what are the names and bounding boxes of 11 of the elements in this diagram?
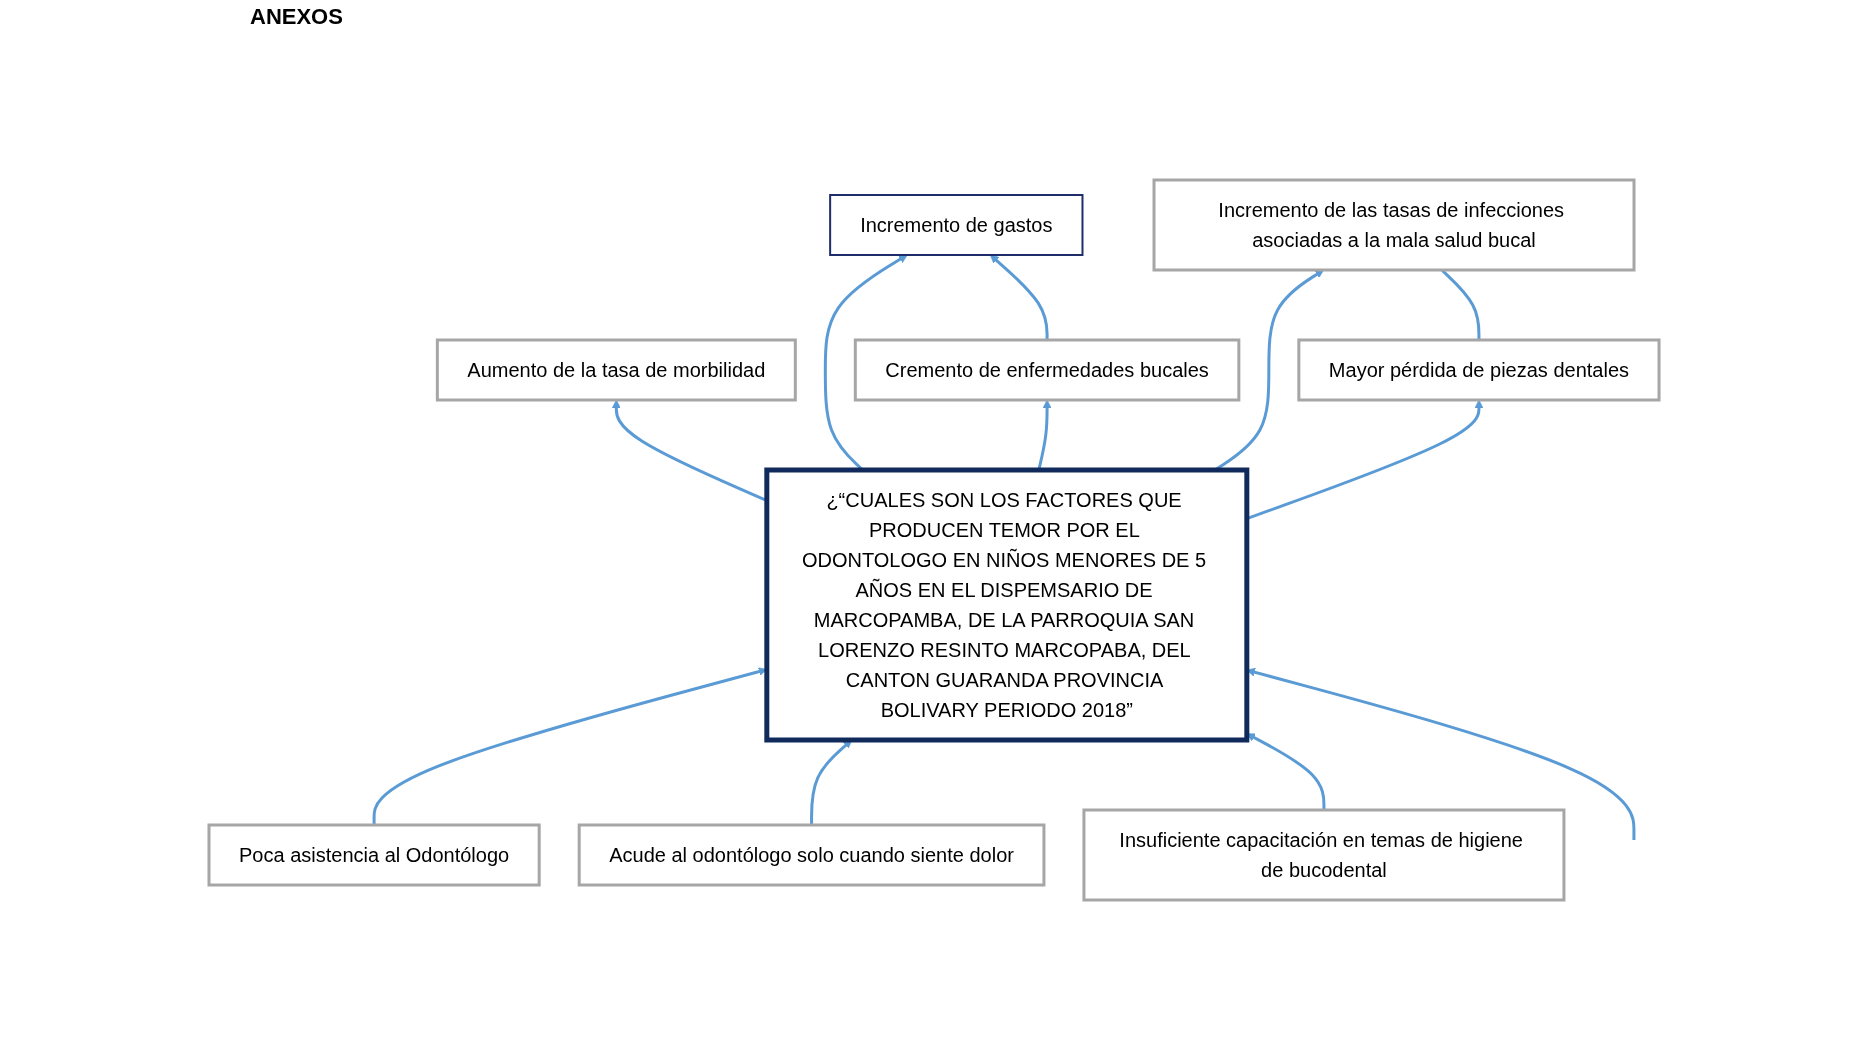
node-box: Aumento de la tasa de morbilidad xyxy=(435,338,797,402)
node-box: Cremento de enfermedades bucales xyxy=(853,338,1240,402)
node-box: Incremento de las tasas de infecciones asociadas a la mala salud bucal xyxy=(1152,178,1636,272)
node-box: Mayor pérdida de piezas dentales xyxy=(1296,338,1661,402)
node-box: Poca asistencia al Odontólogo xyxy=(207,823,541,887)
arrow xyxy=(989,254,1049,340)
node-box: Insuficiente capacitación en temas de higiene de bucodental xyxy=(1081,808,1565,902)
node-box: Acude al odontólogo solo cuando siente dolor xyxy=(577,823,1045,887)
node-box: Incremento de gastos xyxy=(828,194,1083,256)
node-box: ¿“CUALES SON LOS FACTORES QUE PRODUCEN TEMOR POR EL ODONTOLOGO EN NIÑOS MENORES DE 5 AÑOS EN EL DISPEMSARIO DE MARCOPAMBA, DE LA PARROQUIA SAN LORENZO RESINTO MARCOPABA, DEL CANTON GUARANDA PROVINCIA BOLIVARY PERIODO 2018” xyxy=(763,467,1249,743)
title: ANEXOS xyxy=(250,4,343,30)
